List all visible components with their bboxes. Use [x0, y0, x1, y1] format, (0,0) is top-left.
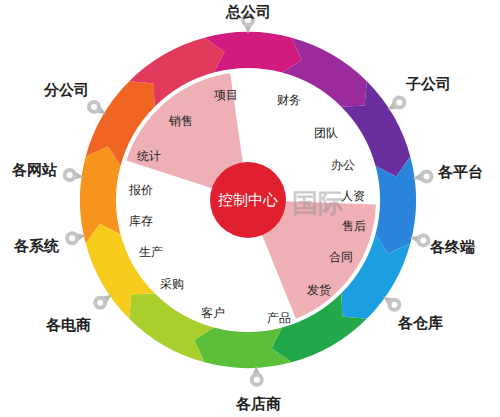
module-label: 生产 — [139, 244, 163, 261]
pin-hole — [391, 302, 397, 308]
module-label: 人资 — [341, 188, 365, 205]
module-label: 产品 — [267, 310, 291, 327]
pin-hole — [97, 300, 103, 306]
outer-label: 各系统 — [14, 237, 59, 256]
module-label: 客户 — [201, 305, 225, 322]
outer-label: 各仓库 — [398, 314, 443, 333]
pin-hole — [67, 172, 73, 178]
pin-head — [65, 231, 79, 245]
ring-arrow — [129, 293, 214, 362]
pin-head — [392, 96, 406, 110]
module-label: 采购 — [160, 276, 184, 293]
pin-head — [63, 168, 77, 182]
ring-arrow — [194, 328, 291, 369]
pin-hole — [396, 100, 402, 106]
ring-arrow — [341, 234, 410, 319]
outer-label: 总公司 — [226, 3, 271, 22]
ring-arrow — [376, 157, 417, 254]
circle-fill — [210, 162, 286, 238]
module-label: 统计 — [137, 148, 161, 165]
module-label: 项目 — [214, 87, 238, 104]
ring-arrow — [86, 224, 155, 319]
center-circle: 控制中心 — [209, 161, 287, 239]
pin-hole — [69, 235, 75, 241]
outer-label: 各店商 — [236, 395, 281, 414]
module-label: 销售 — [169, 113, 193, 130]
inner-disc — [118, 70, 378, 330]
watermark: 国际 — [292, 186, 344, 221]
pin-hole — [424, 173, 430, 179]
outer-label: 各网站 — [12, 161, 57, 180]
ring-arrow — [80, 146, 121, 243]
pin-head — [416, 233, 430, 247]
ring-arrow — [272, 293, 367, 362]
module-label: 发货 — [307, 282, 331, 299]
pin-hole — [254, 377, 260, 383]
module-label: 售后 — [342, 218, 366, 235]
module-label: 团队 — [314, 125, 338, 142]
module-label: 报价 — [129, 182, 153, 199]
module-label: 合同 — [329, 249, 353, 266]
pin-head — [387, 298, 401, 312]
pin-hole — [91, 104, 97, 110]
pin-head — [420, 169, 434, 183]
outer-label: 各电商 — [46, 316, 91, 335]
module-label: 库存 — [129, 213, 153, 230]
module-label: 办公 — [331, 157, 355, 174]
ring-arrow — [129, 38, 224, 107]
pin-head — [87, 100, 101, 114]
pin-hole — [420, 237, 426, 243]
outer-label: 子公司 — [406, 75, 451, 94]
center-label: 控制中心 — [218, 191, 278, 210]
pin-head — [250, 373, 264, 387]
outer-label: 各平台 — [438, 163, 483, 182]
module-label: 财务 — [277, 92, 301, 109]
outer-label: 分公司 — [44, 81, 89, 100]
pin-head — [93, 296, 107, 310]
outer-label: 各终端 — [430, 238, 475, 257]
